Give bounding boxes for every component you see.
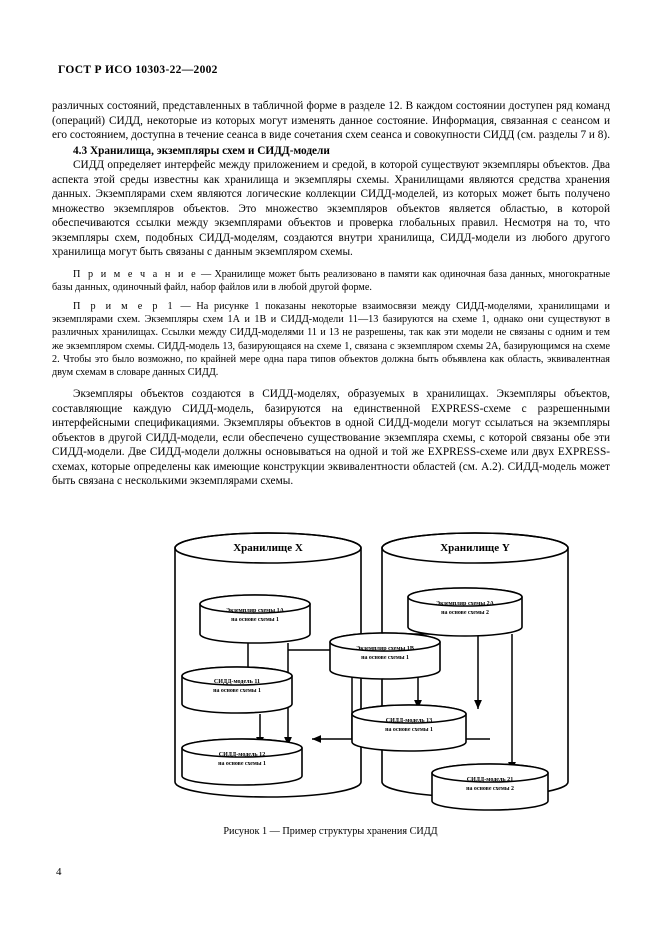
note-label: П р и м е ч а н и е	[73, 268, 198, 280]
node-cylinder-6: СИДД-модель 21 на основе схемы 2	[431, 763, 549, 811]
paragraph-intro: различных состояний, представленных в та…	[52, 100, 611, 142]
repository-y-label: Хранилище Y	[440, 542, 510, 554]
node-cylinder-2: СИДД-модель 12 на основе схемы 1	[181, 738, 303, 786]
example-block: П р и м е р 1 — На рисунке 1 показаны не…	[52, 300, 610, 379]
figure-1-diagram: Хранилище X Хранилище Y	[160, 524, 590, 824]
section-heading-4-3: 4.3 Хранилища, экземпляры схем и СИДД-мо…	[73, 144, 330, 157]
node-cylinder-4: Экземпляр схемы 1В на основе схемы 1	[329, 632, 441, 680]
node-2-line1: СИДД-модель 12	[219, 752, 266, 758]
node-cylinder-5: СИДД-модель 13 на основе схемы 1	[351, 704, 467, 752]
page-header: ГОСТ Р ИСО 10303-22—2002	[58, 64, 218, 76]
text-column: различных состояний, представленных в та…	[52, 99, 610, 489]
node-1-line2: на основе схемы 1	[213, 688, 261, 694]
node-4-line1: Экземпляр схемы 1В	[356, 646, 414, 652]
paragraph-section-4-3: СИДД определяет интерфейс между приложен…	[52, 159, 610, 259]
note-text: — Хранилище может быть реализовано в пам…	[52, 268, 610, 293]
example-text: — На рисунке 1 показаны некоторые взаимо…	[52, 300, 610, 378]
note-block: П р и м е ч а н и е — Хранилище может бы…	[52, 268, 610, 294]
node-0-line2: на основе схемы 1	[231, 617, 279, 623]
repository-x-label: Хранилище X	[233, 542, 303, 554]
node-5-line2: на основе схемы 1	[385, 727, 433, 733]
node-1-line1: СИДД-модель 11	[214, 679, 260, 685]
paragraph-final: Экземпляры объектов создаются в СИДД-мод…	[52, 388, 610, 488]
node-6-line2: на основе схемы 2	[466, 786, 514, 792]
node-cylinder-0: Экземпляр схемы 1А на основе схемы 1	[199, 594, 311, 644]
node-5-line1: СИДД-модель 13	[386, 718, 433, 724]
example-label: П р и м е р 1	[73, 300, 175, 312]
node-0-line1: Экземпляр схемы 1А	[226, 608, 285, 614]
node-cylinder-3: Экземпляр схемы 2А на основе схемы 2	[407, 587, 523, 637]
page-number: 4	[56, 866, 62, 878]
node-2-line2: на основе схемы 1	[218, 761, 266, 767]
figure-caption: Рисунок 1 — Пример структуры хранения СИ…	[223, 826, 438, 837]
node-3-line2: на основе схемы 2	[441, 610, 489, 616]
node-cylinder-1: СИДД-модель 11 на основе схемы 1	[181, 666, 293, 714]
node-6-line1: СИДД-модель 21	[467, 777, 514, 783]
node-4-line2: на основе схемы 1	[361, 655, 409, 661]
node-3-line1: Экземпляр схемы 2А	[436, 601, 495, 607]
